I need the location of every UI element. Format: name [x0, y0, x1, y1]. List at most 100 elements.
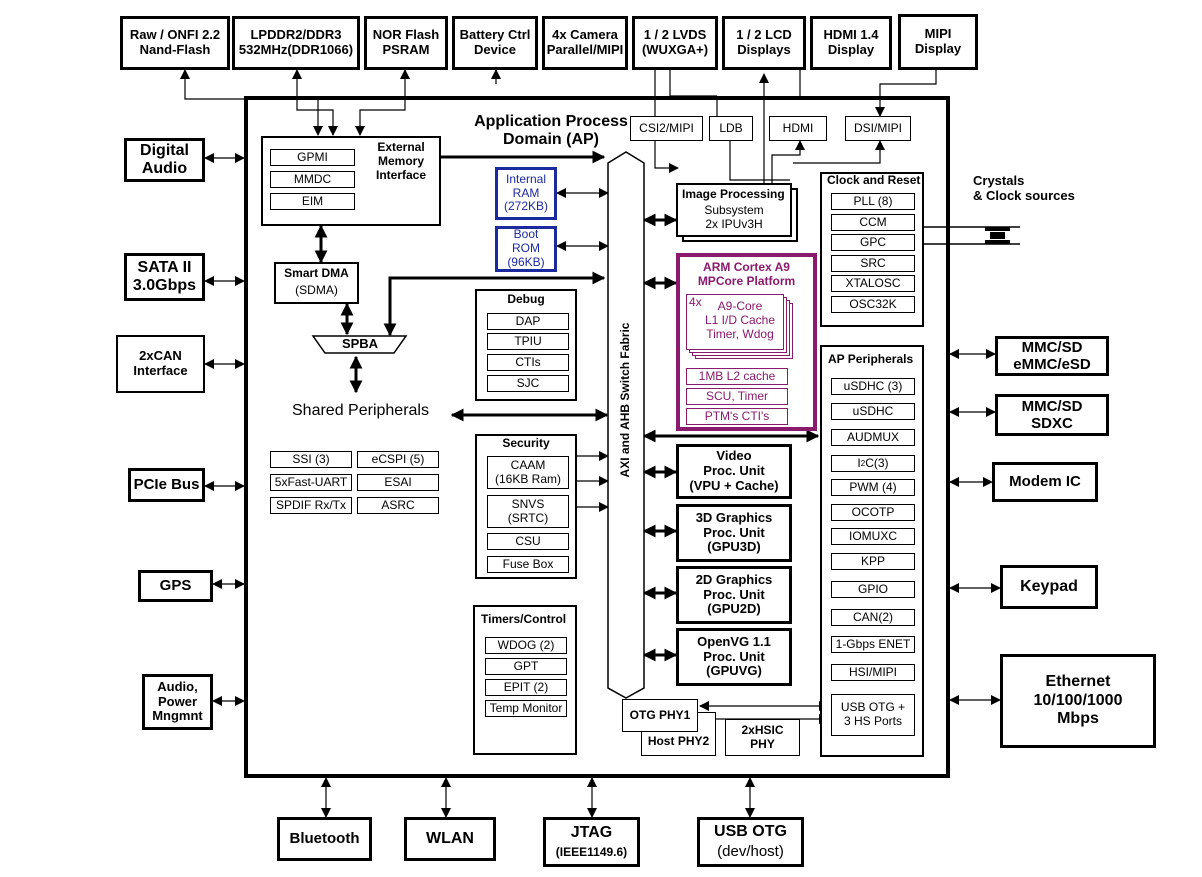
- clock-reset-block: Clock and Reset PLL (8) CCM GPC SRC XTAL…: [820, 172, 924, 327]
- hsic-phy-box: 2xHSIC PHY: [725, 719, 800, 756]
- keypad-box: Keypad: [1000, 565, 1098, 609]
- clock-osc32k: OSC32K: [831, 296, 915, 313]
- ldb-box: LDB: [709, 116, 753, 141]
- boot-rom-box: Boot ROM (96KB): [495, 226, 557, 272]
- shared-spdif: SPDIF Rx/Tx: [270, 497, 352, 514]
- shared-asrc: ASRC: [357, 497, 439, 514]
- periph-can: CAN(2): [831, 609, 915, 626]
- modem-ic-box: Modem IC: [992, 462, 1098, 502]
- security-fuse-box: Fuse Box: [487, 556, 569, 573]
- arm-core-box: 4x A9-Core L1 I/D Cache Timer, Wdog: [686, 294, 784, 350]
- otg-phy1-box: OTG PHY1: [622, 699, 698, 732]
- usb-otg-label: USB OTG: [714, 823, 787, 840]
- timers-wdog: WDOG (2): [485, 637, 567, 654]
- periph-usdhc: uSDHC: [831, 403, 915, 420]
- bluetooth-box: Bluetooth: [277, 817, 372, 861]
- smart-dma-label: Smart DMA: [284, 266, 349, 280]
- emi-eim: EIM: [270, 193, 355, 210]
- arm-scu-timer: SCU, Timer: [686, 388, 788, 405]
- periph-audmux: AUDMUX: [831, 429, 915, 446]
- spba-shape: [311, 335, 408, 354]
- arm-title: ARM Cortex A9 MPCore Platform: [697, 260, 796, 288]
- shared-uart: 5xFast-UART: [270, 474, 352, 491]
- timers-title: Timers/Control: [481, 612, 567, 626]
- security-caam: CAAM (16KB Ram): [487, 456, 569, 489]
- lpddr-box: LPDDR2/DDR3 532MHz(DDR1066): [232, 16, 360, 70]
- connection-lines: [180, 69, 1020, 818]
- sdma-label: (SDMA): [295, 283, 338, 297]
- nand-flash-box: Raw / ONFI 2.2 Nand-Flash: [120, 16, 230, 70]
- ap-domain-title: Application Process Domain (AP): [474, 113, 628, 149]
- lcd-box: 1 / 2 LCD Displays: [722, 16, 806, 70]
- security-title: Security: [502, 436, 550, 450]
- arm-core-count: 4x: [689, 295, 702, 309]
- timers-temp-monitor: Temp Monitor: [485, 700, 567, 717]
- gpu2d-block: 2D Graphics Proc. Unit (GPU2D): [676, 566, 792, 624]
- nor-flash-box: NOR Flash PSRAM: [364, 16, 448, 70]
- periph-usb-otg: USB OTG + 3 HS Ports: [831, 694, 915, 736]
- periph-usdhc3: uSDHC (3): [831, 378, 915, 395]
- shared-peripherals-label: Shared Peripherals: [292, 402, 429, 419]
- audio-power-box: Audio, Power Mngmnt: [142, 674, 213, 730]
- debug-block: Debug DAP TPIU CTIs SJC: [475, 289, 577, 401]
- mipi-display-box: MIPI Display: [898, 14, 978, 70]
- digital-audio-box: Digital Audio: [124, 138, 205, 182]
- arm-core-details: A9-Core L1 I/D Cache Timer, Wdog: [704, 299, 776, 341]
- internal-ram-box: Internal RAM (272KB): [495, 167, 557, 220]
- ethernet-box: Ethernet 10/100/1000 Mbps: [1000, 654, 1156, 748]
- lvds-box: 1 / 2 LVDS (WUXGA+): [632, 16, 718, 70]
- mmc-sdxc-box: MMC/SD SDXC: [995, 394, 1109, 436]
- ipu-title: Image Processing: [682, 187, 785, 201]
- shared-esai: ESAI: [357, 474, 439, 491]
- periph-gpio: GPIO: [831, 581, 915, 598]
- battery-ctrl-box: Battery Ctrl Device: [452, 16, 538, 70]
- clock-gpc: GPC: [831, 234, 915, 251]
- debug-sjc: SJC: [487, 375, 569, 392]
- timers-gpt: GPT: [485, 658, 567, 675]
- sata-box: SATA II 3.0Gbps: [124, 253, 205, 301]
- arm-ptm-ctis: PTM's CTI's: [686, 408, 788, 425]
- jtag-sub-label: (IEEE1149.6): [555, 845, 628, 859]
- clock-pll: PLL (8): [831, 193, 915, 210]
- spba-label: SPBA: [341, 336, 379, 351]
- security-csu: CSU: [487, 533, 569, 550]
- emi-block: External Memory Interface GPMI MMDC EIM: [261, 136, 441, 226]
- switch-fabric-label: AXI and AHB Switch Fabric: [618, 322, 633, 478]
- ap-peripherals-title: AP Peripherals: [828, 352, 914, 366]
- ipu-subtitle: Subsystem 2x IPUv3H: [704, 203, 764, 231]
- debug-dap: DAP: [487, 313, 569, 330]
- debug-title: Debug: [507, 292, 545, 306]
- arm-cortex-block: ARM Cortex A9 MPCore Platform 4x A9-Core…: [676, 253, 817, 431]
- vpu-block: Video Proc. Unit (VPU + Cache): [676, 444, 792, 499]
- periph-kpp: KPP: [831, 553, 915, 570]
- gpuvg-block: OpenVG 1.1 Proc. Unit (GPUVG): [676, 628, 792, 686]
- csi-mipi-box: CSI2/MIPI: [630, 116, 703, 141]
- can-interface-box: 2xCAN Interface: [116, 335, 205, 393]
- emi-title: External Memory Interface: [375, 140, 427, 182]
- clock-reset-title: Clock and Reset: [827, 173, 921, 187]
- usb-otg-sub-label: (dev/host): [717, 843, 784, 860]
- gps-box: GPS: [138, 570, 213, 602]
- jtag-box: JTAG (IEEE1149.6): [543, 817, 640, 867]
- timers-epit: EPIT (2): [485, 679, 567, 696]
- clock-xtalosc: XTALOSC: [831, 275, 915, 292]
- debug-ctis: CTIs: [487, 354, 569, 371]
- periph-enet: 1-Gbps ENET: [831, 636, 915, 653]
- shared-ssi: SSI (3): [270, 451, 352, 468]
- arm-l2-cache: 1MB L2 cache: [686, 368, 788, 385]
- camera-box: 4x Camera Parallel/MIPI: [542, 16, 628, 70]
- periph-ocotp: OCOTP: [831, 504, 915, 521]
- shared-ecspi: eCSPI (5): [357, 451, 439, 468]
- emi-gpmi: GPMI: [270, 149, 355, 166]
- hdmi-display-box: HDMI 1.4 Display: [810, 16, 892, 70]
- security-block: Security CAAM (16KB Ram) SNVS (SRTC) CSU…: [475, 434, 577, 579]
- emi-mmdc: MMDC: [270, 171, 355, 188]
- switch-fabric-shape: [607, 151, 645, 699]
- usb-otg-box: USB OTG (dev/host): [697, 817, 804, 867]
- dsi-mipi-box: DSI/MIPI: [845, 116, 911, 141]
- smart-dma-box: Smart DMA (SDMA): [274, 262, 359, 304]
- crystals-label: Crystals & Clock sources: [973, 173, 1075, 203]
